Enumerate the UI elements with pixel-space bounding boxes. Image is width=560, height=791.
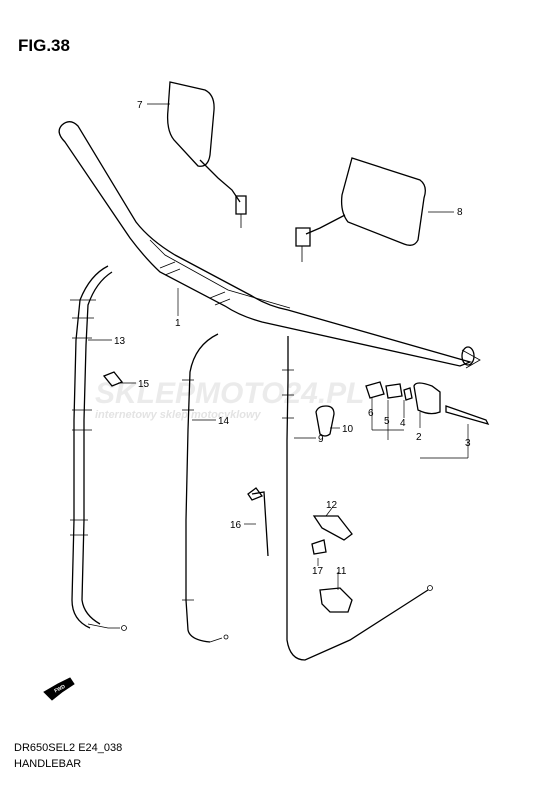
mirror-right <box>295 157 426 262</box>
model-code: DR650SEL2 E24_038 <box>14 742 123 754</box>
throttle-cable-assembly <box>70 265 127 631</box>
mirror-left <box>166 81 247 228</box>
callout-5: 5 <box>384 416 390 427</box>
callout-3: 3 <box>465 438 471 449</box>
callout-6: 6 <box>368 408 374 419</box>
choke-cable <box>282 336 433 661</box>
clutch-cable <box>182 333 229 643</box>
callout-12: 12 <box>326 500 338 511</box>
callout-numbers: 7 8 1 13 15 14 9 10 16 12 17 11 6 5 4 2 … <box>114 100 471 577</box>
section-name: HANDLEBAR <box>14 758 82 770</box>
callout-10: 10 <box>342 424 354 435</box>
cap-part <box>315 405 335 437</box>
cable-tie <box>247 487 269 557</box>
callout-17: 17 <box>312 566 324 577</box>
callout-4: 4 <box>400 418 406 429</box>
watermark-tagline: internetowy sklep motocyklowy <box>95 409 262 421</box>
fwd-badge: FWD <box>43 677 75 701</box>
callout-14: 14 <box>218 416 230 427</box>
cable-clamp <box>102 371 124 387</box>
watermark: SKLEPMOTO24.PL internetowy sklep motocyk… <box>95 377 365 421</box>
bracket <box>312 515 353 541</box>
callout-7: 7 <box>137 100 143 111</box>
callout-16: 16 <box>230 520 242 531</box>
watermark-brand: SKLEPMOTO24.PL <box>95 377 365 410</box>
grip-end-parts <box>365 381 490 426</box>
handlebar <box>58 121 481 369</box>
callout-13: 13 <box>114 336 126 347</box>
leader-lines <box>88 103 469 590</box>
callout-15: 15 <box>138 379 150 390</box>
callout-2: 2 <box>416 432 422 443</box>
callout-8: 8 <box>457 207 463 218</box>
callout-9: 9 <box>318 434 324 445</box>
fwd-label: FWD <box>54 684 67 695</box>
bolt <box>311 539 327 555</box>
holder <box>319 587 353 613</box>
callout-11: 11 <box>336 566 347 577</box>
callout-1: 1 <box>175 318 181 329</box>
arrow-icon <box>43 677 75 701</box>
figure-title: FIG.38 <box>18 36 70 55</box>
